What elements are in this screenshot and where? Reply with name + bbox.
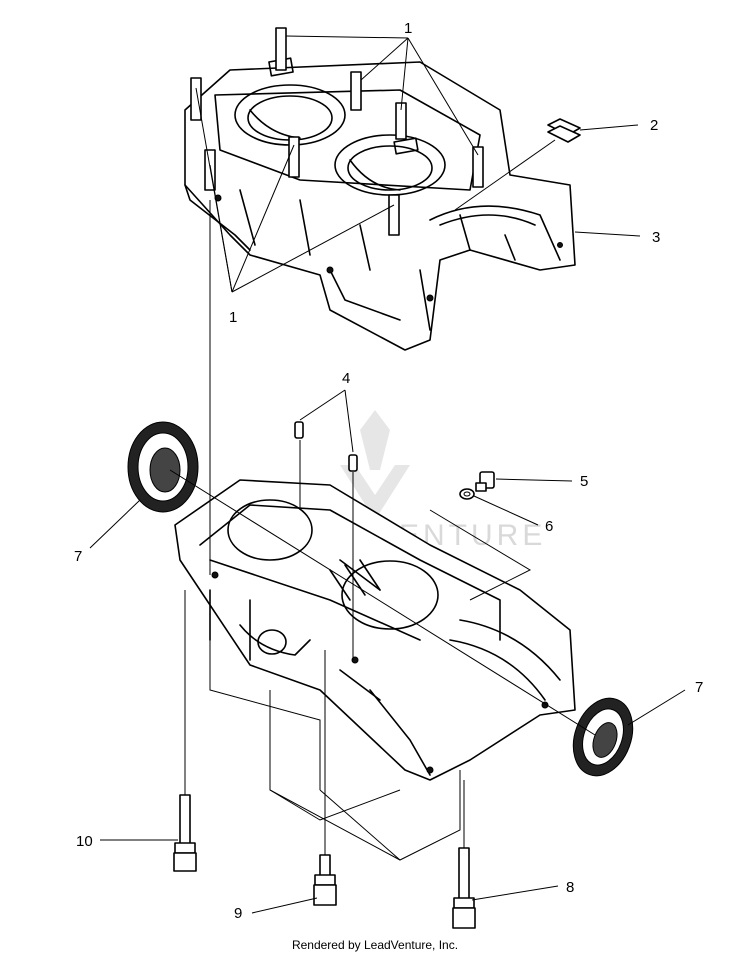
callout-3: 3 [652, 229, 660, 246]
bearing-clip [547, 118, 581, 143]
leader-lines [89, 35, 686, 914]
callout-9: 9 [234, 905, 242, 922]
bolt-10 [173, 794, 197, 872]
callout-8: 8 [566, 879, 574, 896]
callout-10: 10 [76, 833, 93, 850]
bolt-8 [452, 847, 476, 929]
footer-credit: Rendered by LeadVenture, Inc. [291, 938, 459, 952]
callout-5: 5 [580, 473, 588, 490]
bolt-9 [313, 854, 337, 906]
oil-seal-left [127, 421, 199, 513]
drain-plug [475, 471, 495, 492]
callout-1-bottom: 1 [229, 309, 237, 326]
callout-7-left: 7 [74, 548, 82, 565]
callout-2: 2 [650, 117, 658, 134]
callout-6: 6 [545, 518, 553, 535]
callout-1-top: 1 [404, 20, 412, 37]
callout-numbers: 1 1 2 3 4 5 6 7 7 8 9 10 [74, 20, 703, 922]
sealing-washer [459, 488, 475, 500]
oil-seal-right [572, 697, 634, 777]
alignment-lines [169, 139, 596, 855]
lower-crankcase [174, 479, 576, 861]
callout-7-right: 7 [695, 679, 703, 696]
upper-crankcase [184, 57, 576, 351]
dowel-pins [294, 421, 358, 472]
callout-4: 4 [342, 370, 350, 387]
